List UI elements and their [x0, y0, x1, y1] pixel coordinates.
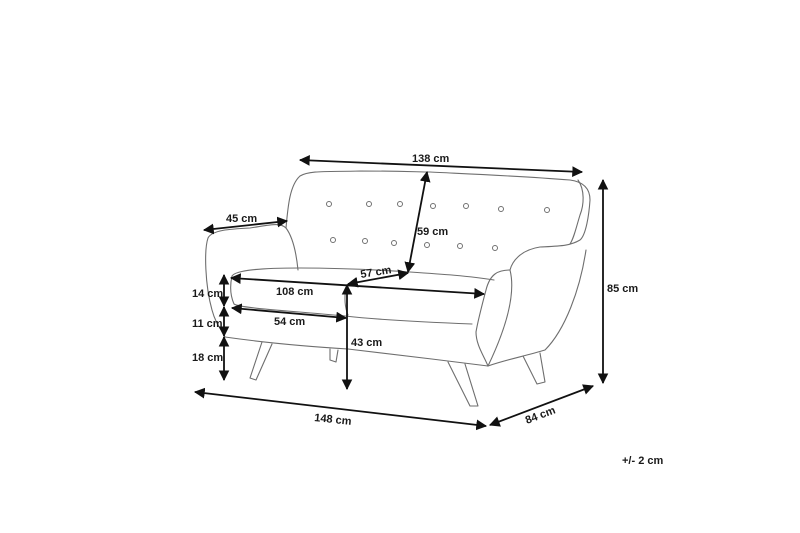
dimension-lines — [193, 155, 609, 431]
dim-back-width — [298, 155, 584, 177]
label-backrest-height: 59 cm — [417, 226, 448, 238]
seat-cushion-front-right — [344, 315, 473, 325]
dim-total-depth — [488, 384, 595, 427]
leg-back-right — [522, 352, 546, 385]
dim-total-width — [193, 387, 488, 431]
label-total-width: 148 cm — [314, 412, 353, 428]
label-leg-height: 18 cm — [192, 352, 223, 364]
backrest-outline — [285, 170, 591, 271]
label-back-width: 138 cm — [412, 153, 450, 165]
right-armrest-outline — [475, 249, 587, 367]
left-armrest-inner — [285, 227, 299, 271]
leg-back-left — [329, 348, 339, 363]
backrest-side-right — [569, 179, 584, 245]
dim-backrest-height — [404, 170, 431, 274]
label-total-depth: 84 cm — [524, 404, 558, 426]
label-total-height: 85 cm — [607, 283, 638, 295]
label-seat-width: 108 cm — [276, 286, 314, 298]
label-cushion-height: 14 cm — [192, 288, 223, 300]
label-seat-half-width: 54 cm — [274, 316, 305, 328]
leg-front-right — [447, 361, 479, 407]
label-armrest-depth: 45 cm — [226, 213, 257, 225]
label-seat-depth: 57 cm — [360, 264, 393, 281]
tolerance-note: +/- 2 cm — [622, 455, 663, 467]
label-seat-base-height: 11 cm — [192, 318, 223, 330]
right-armrest-inner — [487, 269, 513, 367]
leg-front-left — [249, 341, 273, 381]
dim-armrest-depth — [202, 216, 289, 235]
dim-seat-width — [229, 273, 486, 299]
label-seat-height: 43 cm — [351, 337, 382, 349]
dim-seat-half-width — [230, 303, 348, 323]
